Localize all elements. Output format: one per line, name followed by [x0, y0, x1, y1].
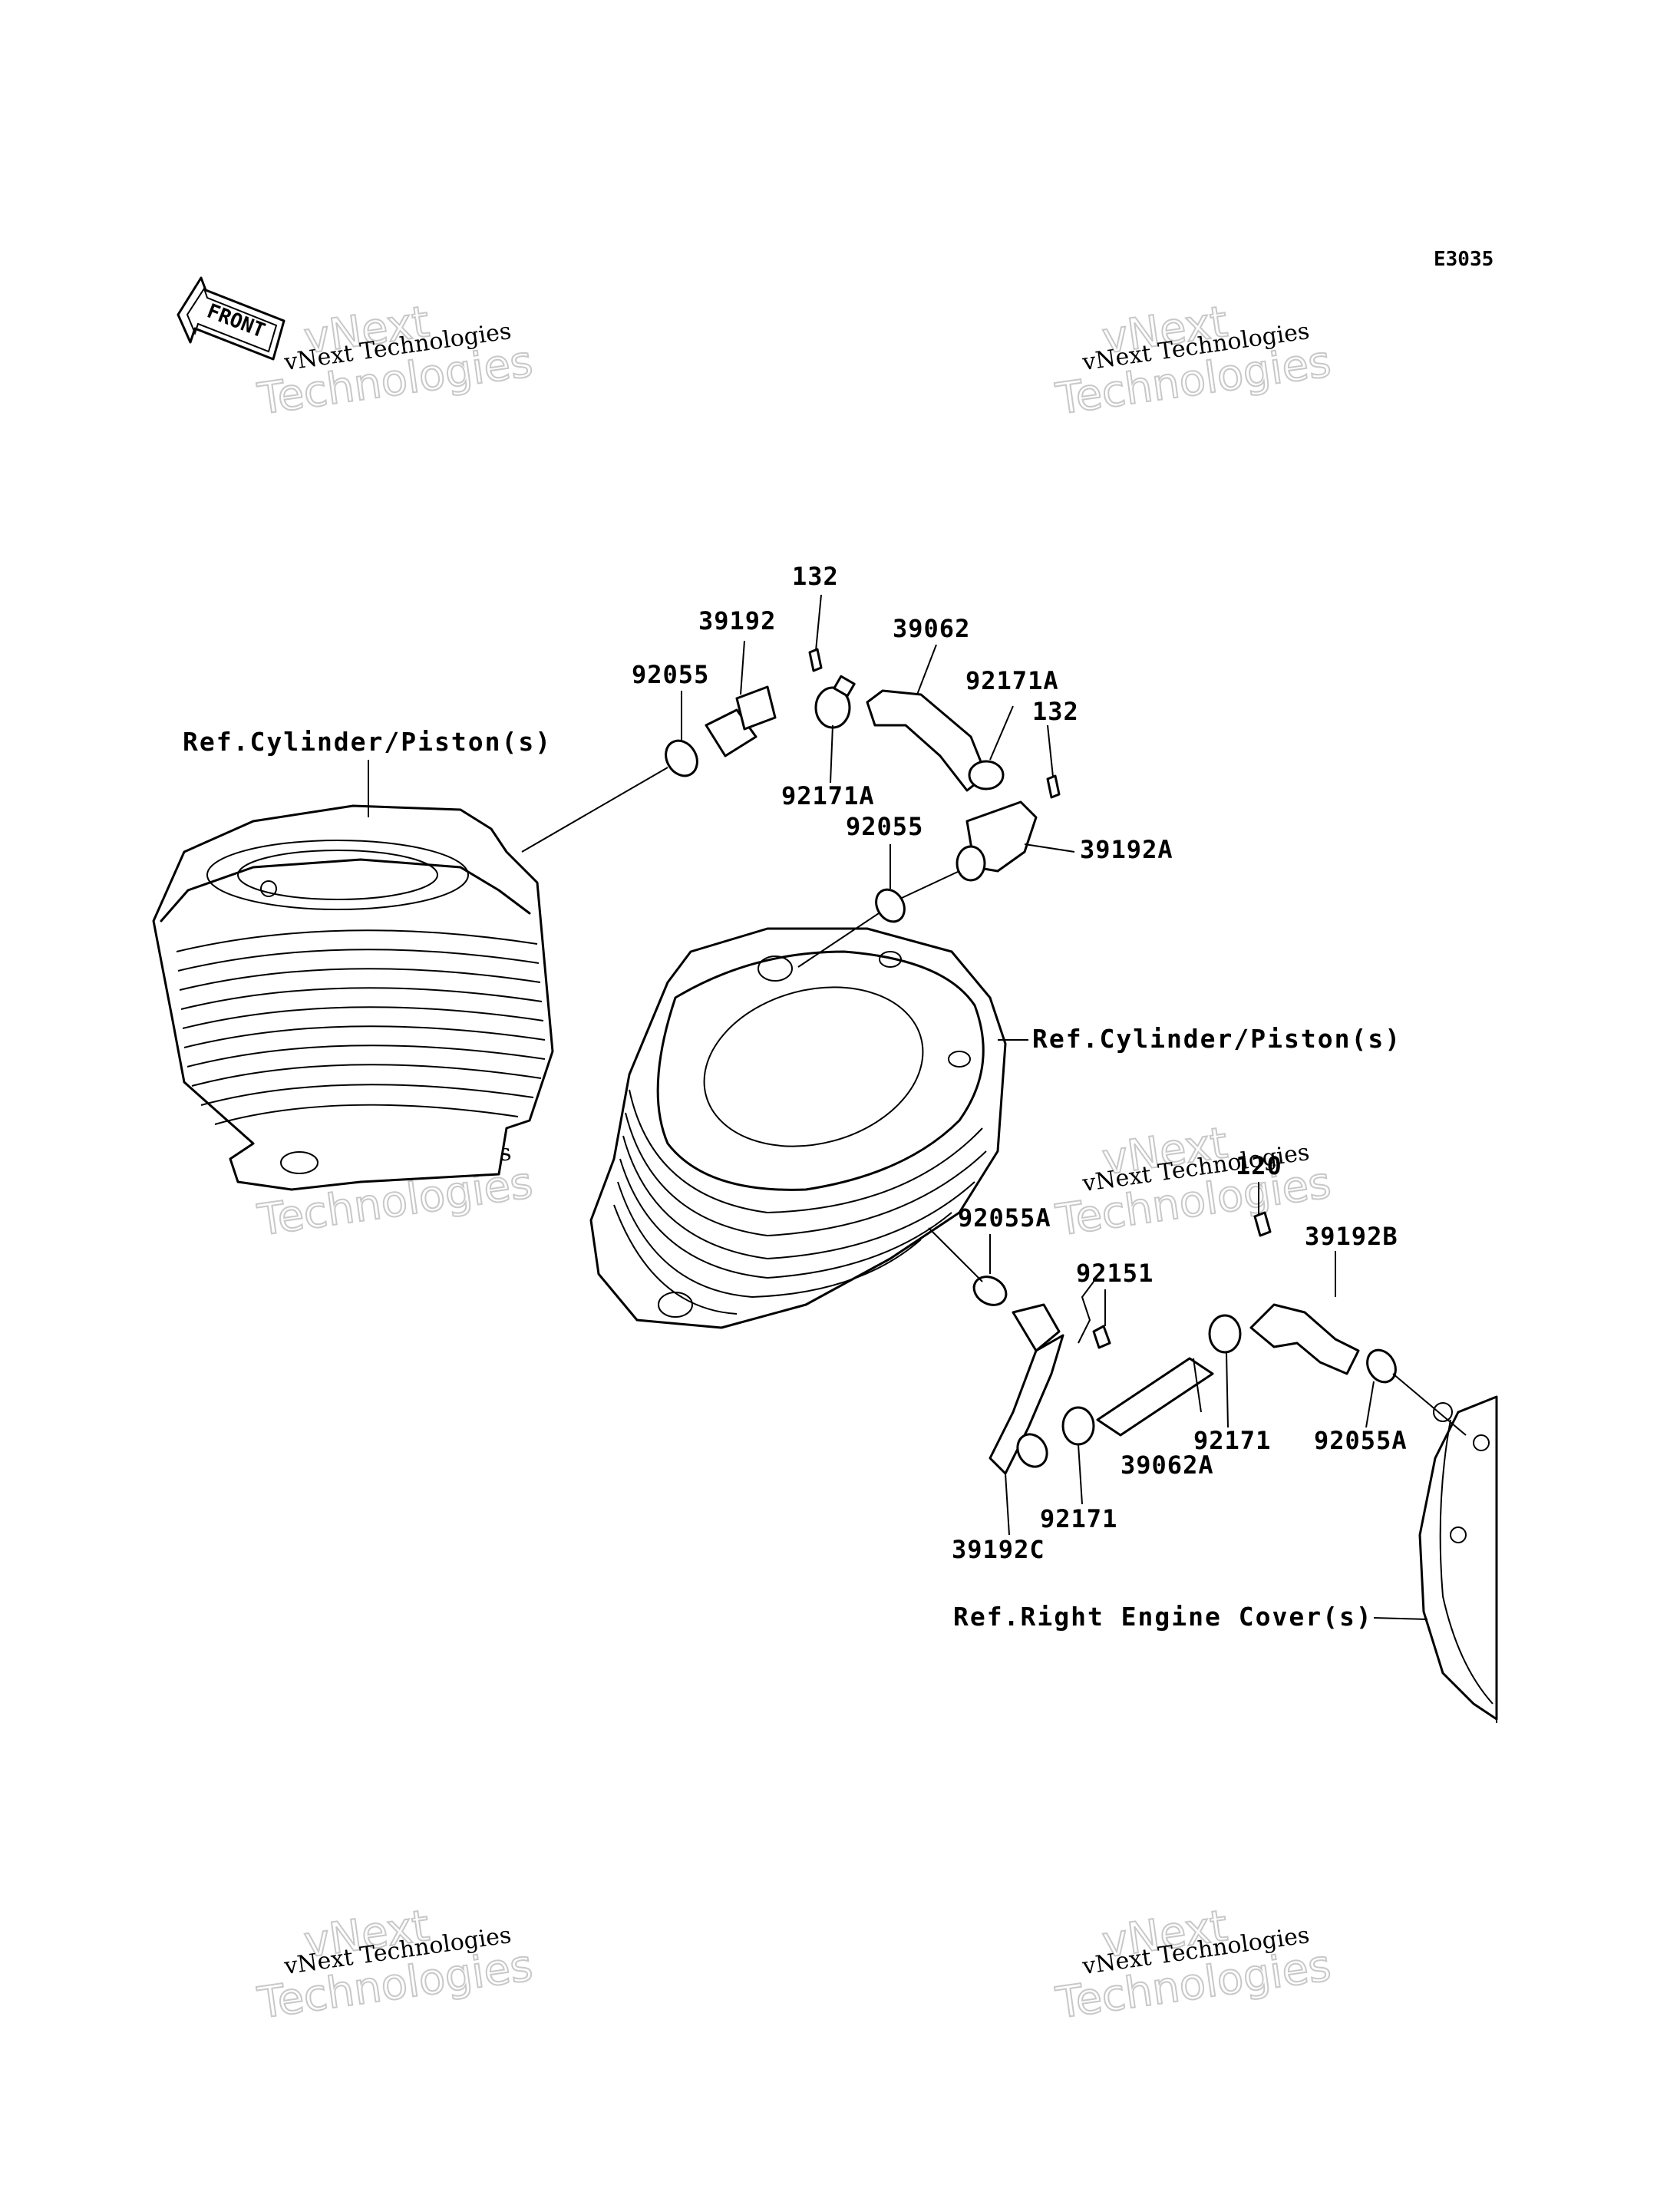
leader-lines	[368, 594, 1428, 1620]
ref-right-engine-cover: Ref.Right Engine Cover(s)	[953, 1602, 1373, 1632]
label-132-right: 132	[1032, 697, 1079, 726]
label-39192A: 39192A	[1080, 835, 1173, 864]
clamp-92171A-right	[968, 760, 1005, 790]
o-ring-92055A-left	[972, 1276, 1008, 1306]
front-arrow-icon: FRONT	[177, 276, 286, 361]
front-cylinder	[589, 927, 1007, 1329]
label-92171-left: 92171	[1040, 1504, 1117, 1533]
label-120: 120	[1236, 1151, 1282, 1180]
label-92055A-right: 92055A	[1314, 1426, 1408, 1455]
label-39192B: 39192B	[1305, 1222, 1398, 1251]
o-ring-92055-top	[665, 739, 698, 777]
diagram-code: E3035	[1434, 248, 1494, 271]
label-92055-top: 92055	[632, 660, 709, 689]
reference-labels: Ref.Cylinder/Piston(s) Ref.Cylinder/Pist…	[183, 727, 1401, 1632]
ref-cylinder-front: Ref.Cylinder/Piston(s)	[1032, 1024, 1401, 1054]
fitting-39192B	[1249, 1303, 1360, 1375]
ref-cylinder-rear: Ref.Cylinder/Piston(s)	[183, 727, 552, 757]
label-92151: 92151	[1076, 1259, 1154, 1288]
clamp-92171-right	[1208, 1314, 1242, 1354]
bolt-132-right	[1046, 774, 1061, 799]
label-92055A-left: 92055A	[958, 1203, 1051, 1233]
right-engine-cover	[1418, 1395, 1498, 1723]
part-labels: 132 39192 39062 92055 92171A 132 92171A …	[632, 562, 1408, 1564]
label-39062: 39062	[893, 614, 970, 643]
label-132-top: 132	[792, 562, 839, 591]
clamp-92171-left	[1061, 1406, 1095, 1446]
label-39062A: 39062A	[1121, 1450, 1214, 1480]
o-ring-92055A-right	[1366, 1348, 1397, 1384]
connection-lines	[521, 767, 1467, 1436]
label-39192C: 39192C	[952, 1535, 1045, 1564]
rear-cylinder	[152, 804, 554, 1191]
bolt-132-top	[808, 648, 823, 672]
lower-pipe-assembly	[972, 1211, 1397, 1475]
hose-39062A	[1096, 1357, 1214, 1437]
label-92055-mid: 92055	[846, 812, 923, 841]
upper-pipe-assembly	[665, 648, 1061, 923]
fitting-39192C-top	[1012, 1303, 1061, 1352]
label-92171A-left: 92171A	[781, 781, 875, 810]
label-92171A-right: 92171A	[965, 666, 1059, 695]
bolt-92151	[1092, 1325, 1111, 1349]
bolt-120	[1253, 1211, 1272, 1237]
label-92171-right: 92171	[1193, 1426, 1271, 1455]
o-ring-92055-mid	[875, 888, 906, 923]
label-39192: 39192	[698, 606, 776, 635]
